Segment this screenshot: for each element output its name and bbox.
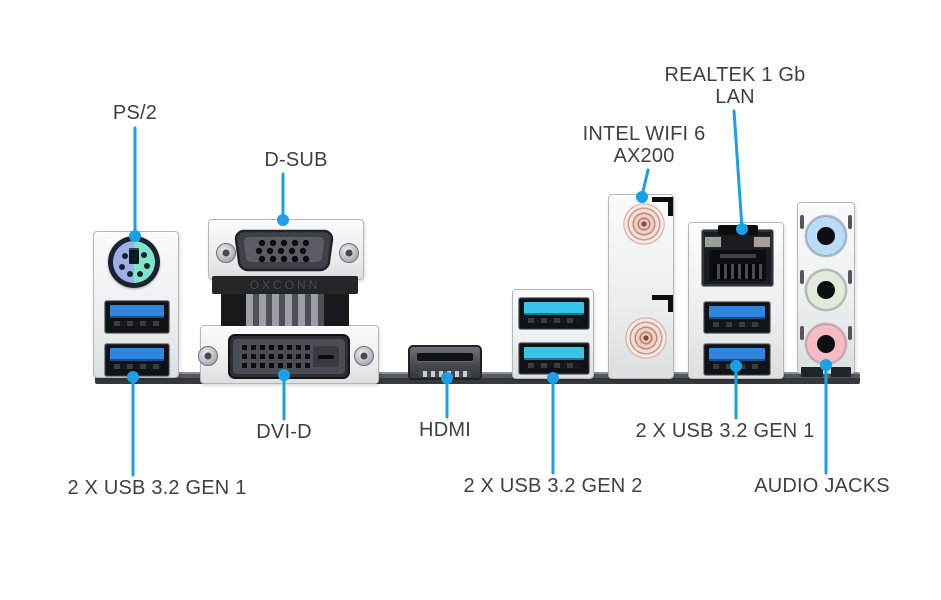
d-sub-pins [255, 239, 310, 263]
label-ps2: PS/2 [112, 102, 158, 124]
lan-led-right [753, 236, 771, 248]
usb-tongue [709, 306, 765, 319]
label-hdmi: HDMI [419, 419, 471, 441]
label-usb-gen1-left: 2 X USB 3.2 GEN 1 [67, 477, 247, 499]
screw-post [354, 346, 374, 366]
audio-jack-line-out [806, 270, 846, 310]
bracket-cutout [652, 295, 673, 312]
vent-slit [848, 270, 852, 284]
usb-tongue [524, 347, 584, 360]
wifi-antenna-connector [622, 202, 666, 246]
d-sub-bracket [208, 219, 364, 280]
audio-jack-mic [806, 324, 846, 364]
usb-contacts [114, 321, 160, 326]
wifi-bracket [608, 194, 674, 379]
audio-bracket [797, 202, 855, 377]
vent-slit [800, 270, 804, 284]
connector-ribs [221, 294, 349, 326]
bracket-clip [831, 367, 851, 377]
usb-tongue [524, 302, 584, 315]
usb-contacts [713, 364, 761, 369]
usb-gen1-port [703, 301, 771, 334]
label-dvi-d: DVI-D [256, 421, 312, 443]
bracket-clip [801, 367, 823, 377]
hdmi-slot [417, 353, 473, 361]
usb-contacts [528, 318, 580, 323]
vent-slit [848, 326, 852, 340]
leader-ps2 [129, 126, 141, 242]
screw-post [339, 243, 359, 263]
wifi-antenna-connector [624, 316, 668, 360]
label-wifi-line2: AX200 [613, 145, 675, 167]
ps2-pin [119, 264, 125, 270]
usb-tongue [110, 305, 164, 318]
dvi-pin-grid [242, 345, 310, 368]
ps2-pin [144, 263, 150, 269]
vent-slit [848, 215, 852, 229]
ps2-usb-bracket [93, 231, 179, 378]
usb-tongue [709, 348, 765, 361]
label-lan-line1: REALTEK 1 Gb [664, 64, 806, 86]
dvi-face [233, 339, 345, 374]
ps2-pin [137, 271, 143, 277]
audio-jack-line-in [806, 216, 846, 256]
usb-contacts [528, 363, 580, 368]
rj45-tab [717, 225, 758, 235]
ps2-port [108, 236, 160, 288]
usb-gen1-port [104, 343, 170, 377]
rj45-cavity [709, 250, 766, 281]
label-wifi-line1: INTEL WIFI 6 [582, 123, 706, 145]
rj45-latch-slot [719, 254, 756, 258]
bracket-cutout [652, 197, 673, 216]
dvi-blade-area [313, 346, 339, 367]
connector-marking: OXCONN [249, 278, 321, 292]
label-usb-gen1-right: 2 X USB 3.2 GEN 1 [635, 420, 815, 442]
ps2-pin [141, 252, 147, 258]
ps2-key-slot [129, 248, 139, 264]
leader-usb-gen2 [547, 372, 559, 475]
usb-gen2-bracket [512, 289, 594, 379]
d-sub-port [234, 229, 334, 272]
lan-led-left [704, 236, 722, 248]
label-lan-line2: LAN [715, 86, 755, 108]
hdmi-contacts [419, 371, 471, 377]
lan-usb-bracket [688, 222, 784, 379]
usb-gen2-port [518, 342, 590, 375]
ps2-port-face [113, 241, 155, 283]
dvi-blade-slot [318, 354, 334, 359]
vent-slit [800, 215, 804, 229]
leader-usb-gen1-left [127, 371, 139, 477]
usb-tongue [110, 348, 164, 361]
dvi-d-port [228, 334, 350, 379]
usb-gen2-port [518, 297, 590, 330]
vent-slit [800, 326, 804, 340]
dvi-bracket [198, 325, 379, 384]
label-audio-jacks: AUDIO JACKS [754, 475, 890, 497]
connector-housing: OXCONN [212, 276, 358, 294]
label-usb-gen2: 2 X USB 3.2 GEN 2 [463, 475, 643, 497]
label-wifi: INTEL WIFI 6 AX200 [583, 123, 706, 167]
label-d-sub: D-SUB [264, 149, 328, 171]
screw-post [198, 346, 218, 366]
ps2-pin [127, 271, 133, 277]
rj45-pins [713, 264, 762, 279]
usb-gen1-port [703, 343, 771, 376]
ps2-pin [122, 253, 128, 259]
label-lan: REALTEK 1 Gb LAN [665, 64, 806, 108]
usb-contacts [114, 364, 160, 369]
leader-lan [732, 109, 748, 235]
lan-port [701, 225, 774, 287]
usb-contacts [713, 322, 761, 327]
usb-gen1-port [104, 300, 170, 334]
hdmi-port [408, 345, 482, 380]
screw-post [216, 243, 236, 263]
